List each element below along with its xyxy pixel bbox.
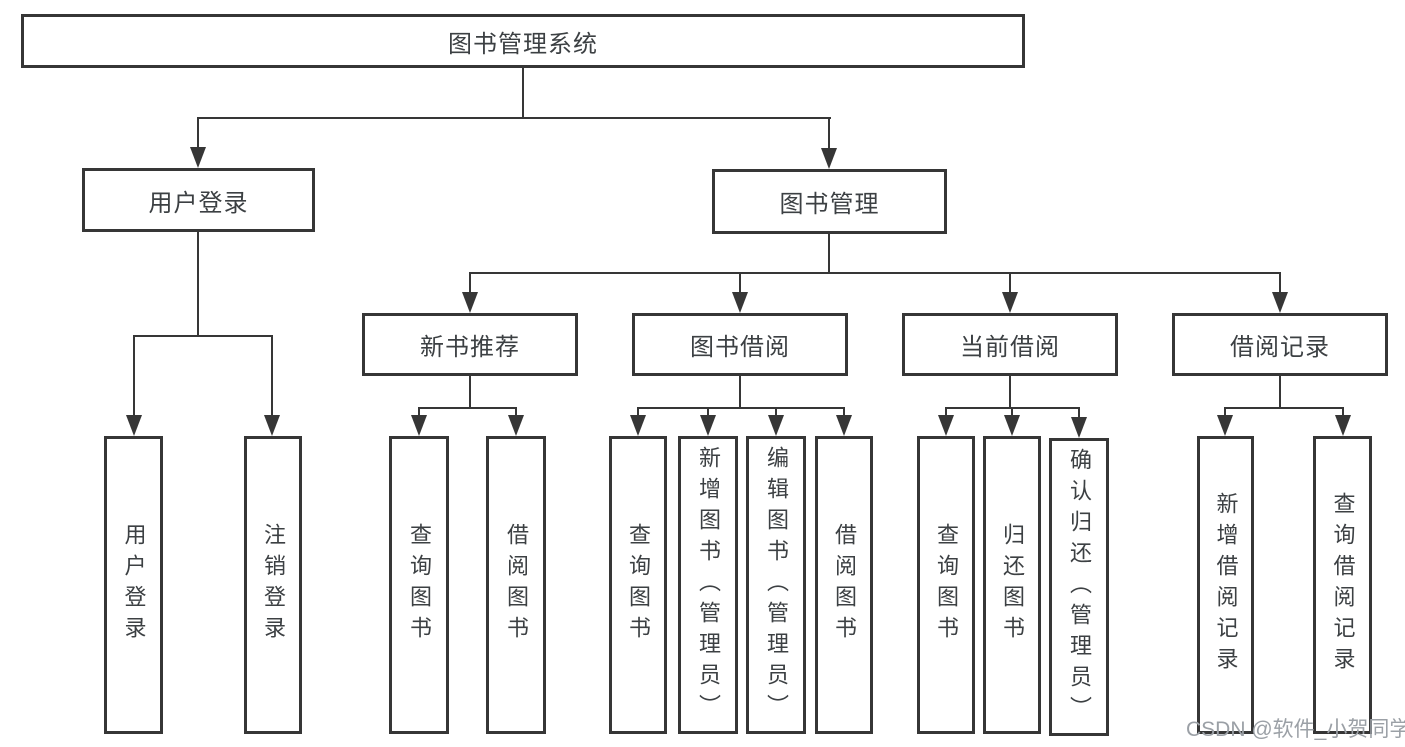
connector-line	[133, 335, 273, 337]
arrow-down-icon	[1217, 415, 1233, 436]
node-new-book-recommend: 新书推荐	[362, 313, 578, 376]
arrow-down-icon	[732, 292, 748, 313]
node-book-borrow: 图书借阅	[632, 313, 848, 376]
node-current-borrow-label: 当前借阅	[960, 334, 1060, 361]
leaf-edit-book-admin: 编辑图书（管理员）	[746, 436, 806, 734]
leaf-query-book-current-label: 查询图书	[934, 523, 959, 647]
connector-line	[637, 407, 845, 409]
arrow-down-icon	[264, 415, 280, 436]
arrow-down-icon	[836, 415, 852, 436]
arrow-down-icon	[462, 292, 478, 313]
connector-line	[1279, 272, 1281, 294]
leaf-user-login-label: 用户登录	[121, 523, 147, 647]
leaf-confirm-return-admin: 确认归还（管理员）	[1049, 438, 1109, 736]
node-user-login-label: 用户登录	[148, 189, 249, 217]
leaf-borrow-book-label: 借阅图书	[832, 523, 857, 647]
connector-line	[739, 376, 741, 407]
connector-line	[1224, 407, 1226, 417]
connector-line	[197, 117, 199, 149]
connector-line	[739, 272, 741, 294]
leaf-add-borrow-record-label: 新增借阅记录	[1213, 492, 1239, 678]
connector-line	[1009, 376, 1011, 407]
arrow-down-icon	[1002, 292, 1018, 313]
connector-line	[515, 407, 517, 417]
leaf-borrow-book-recommend-label: 借阅图书	[504, 523, 529, 647]
leaf-logout-label: 注销登录	[261, 523, 286, 647]
connector-line	[843, 407, 845, 417]
leaf-return-book: 归还图书	[983, 436, 1041, 734]
arrow-down-icon	[1071, 417, 1087, 438]
connector-line	[828, 117, 830, 150]
arrow-down-icon	[1272, 292, 1288, 313]
connector-line	[775, 407, 777, 417]
arrow-down-icon	[700, 415, 716, 436]
connector-line	[637, 407, 639, 417]
node-user-login: 用户登录	[82, 168, 315, 232]
leaf-return-book-label: 归还图书	[1000, 523, 1025, 647]
leaf-query-book-borrow: 查询图书	[609, 436, 667, 734]
arrow-down-icon	[768, 415, 784, 436]
leaf-borrow-book: 借阅图书	[815, 436, 873, 734]
leaf-add-book-admin: 新增图书（管理员）	[678, 436, 738, 734]
connector-line	[133, 335, 135, 417]
arrow-down-icon	[190, 147, 206, 168]
arrow-down-icon	[1335, 415, 1351, 436]
connector-line	[197, 232, 199, 335]
leaf-query-borrow-record-label: 查询借阅记录	[1330, 492, 1356, 678]
node-borrow-records: 借阅记录	[1172, 313, 1388, 376]
connector-line	[1009, 272, 1011, 294]
connector-line	[197, 117, 831, 119]
leaf-query-borrow-record: 查询借阅记录	[1313, 436, 1372, 734]
leaf-query-book-borrow-label: 查询图书	[626, 523, 651, 647]
connector-line	[1279, 376, 1281, 407]
leaf-user-login: 用户登录	[104, 436, 163, 734]
connector-line	[945, 407, 947, 417]
connector-line	[522, 68, 524, 118]
node-borrow-records-label: 借阅记录	[1230, 334, 1330, 361]
leaf-query-book-current: 查询图书	[917, 436, 975, 734]
leaf-confirm-return-admin-label: 确认归还（管理员）	[1067, 447, 1092, 727]
arrow-down-icon	[126, 415, 142, 436]
arrow-down-icon	[938, 415, 954, 436]
arrow-down-icon	[1004, 415, 1020, 436]
connector-line	[1078, 407, 1080, 419]
arrow-down-icon	[821, 148, 837, 169]
node-book-borrow-label: 图书借阅	[690, 334, 790, 361]
connector-line	[469, 376, 471, 407]
connector-line	[418, 407, 420, 417]
node-book-management-label: 图书管理	[779, 191, 880, 218]
connector-line	[418, 407, 517, 409]
leaf-add-borrow-record: 新增借阅记录	[1197, 436, 1254, 734]
connector-line	[469, 272, 471, 294]
leaf-logout: 注销登录	[244, 436, 302, 734]
connector-line	[469, 272, 1281, 274]
leaf-query-book-recommend-label: 查询图书	[407, 523, 432, 647]
connector-line	[271, 335, 273, 417]
node-current-borrow: 当前借阅	[902, 313, 1118, 376]
connector-line	[1011, 407, 1013, 417]
node-new-book-recommend-label: 新书推荐	[420, 334, 520, 361]
leaf-edit-book-admin-label: 编辑图书（管理员）	[764, 445, 789, 725]
leaf-add-book-admin-label: 新增图书（管理员）	[696, 445, 721, 725]
arrow-down-icon	[411, 415, 427, 436]
leaf-query-book-recommend: 查询图书	[389, 436, 449, 734]
connector-line	[828, 234, 830, 272]
arrow-down-icon	[630, 415, 646, 436]
connector-line	[1342, 407, 1344, 417]
connector-line	[1224, 407, 1344, 409]
node-root: 图书管理系统	[21, 14, 1025, 68]
connector-line	[707, 407, 709, 417]
watermark: CSDN @软件_小贺同学	[1186, 718, 1405, 741]
node-root-label: 图书管理系统	[448, 30, 598, 58]
node-book-management: 图书管理	[712, 169, 947, 234]
arrow-down-icon	[508, 415, 524, 436]
leaf-borrow-book-recommend: 借阅图书	[486, 436, 546, 734]
